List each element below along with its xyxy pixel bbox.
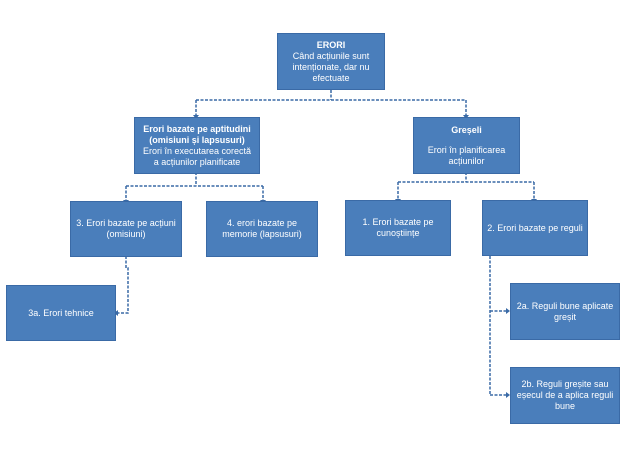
node-skill-line-2: a acțiunilor planificate [153,156,241,167]
node-rule-based-errors: 2. Erori bazate pe reguli [482,200,588,256]
connector-n3-n3a [118,256,129,314]
node-mistakes-line-1: Erori în planificarea [427,144,506,155]
connector-mistakes-children [397,172,535,199]
node-mistakes-title: Greșeli [451,124,482,135]
node-n2b-line-2: eșecul de a aplica reguli [516,390,614,400]
node-n3-line-2: (omisiuni) [106,229,146,239]
node-skill-title-1: Erori bazate pe aptitudini [143,123,251,134]
node-n2-line-1: 2. Erori bazate pe reguli [487,222,583,233]
node-n3a-line-1: 3a. Erori tehnice [28,307,94,318]
node-memory-based-errors: 4. erori bazate pe memorie (lapsusuri) [206,201,318,257]
node-mistakes-line-2: acțiunilor [448,155,485,166]
node-erori-line-1: Când acțiunile sunt [292,50,370,61]
node-n2b-line-3: bune [554,401,576,411]
node-good-rules-misapplied: 2a. Reguli bune aplicate greșit [510,283,620,340]
connector-root-children [195,90,467,115]
node-skill-line-1: Erori în executarea corectă [142,145,252,156]
node-n1-line-1: 1. Erori bazate pe [362,217,434,227]
node-knowledge-based-errors: 1. Erori bazate pe cunoștiințe [345,200,451,256]
node-n4-line-1: 4. erori bazate pe [226,218,298,228]
node-technical-errors: 3a. Erori tehnice [6,285,116,341]
node-skill-based-errors: Erori bazate pe aptitudini (omisiuni și … [134,117,260,174]
node-n2a-line-2: greșit [553,311,576,322]
node-erori-line-2: intenționate, dar nu [292,61,370,72]
node-erori-line-3: efectuate [312,72,350,83]
node-erori-title: ERORI [316,39,346,50]
connector-n2-children [489,256,506,396]
node-n2b-line-1: 2b. Reguli greșite sau [521,379,609,389]
node-n1-line-2: cunoștiințe [376,228,420,238]
node-n4-line-2: memorie (lapsusuri) [222,229,302,239]
node-n2a-line-1: 2a. Reguli bune aplicate [516,300,614,311]
node-skill-title-2: (omisiuni și lapsusuri) [149,134,245,145]
node-n3-line-1: 3. Erori bazate pe acțiuni [76,218,176,228]
connector-skill-children [125,172,264,200]
node-mistakes: Greșeli Erori în planificarea acțiunilor [413,117,520,174]
node-action-based-errors: 3. Erori bazate pe acțiuni (omisiuni) [70,201,182,257]
node-erori: ERORI Când acțiunile sunt intenționate, … [277,33,385,90]
node-bad-rules: 2b. Reguli greșite sau eșecul de a aplic… [510,367,620,424]
